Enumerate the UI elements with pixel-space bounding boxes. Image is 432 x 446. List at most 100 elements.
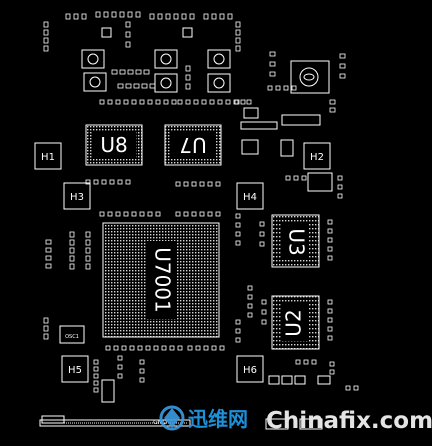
smd-passive [139, 368, 145, 374]
smd-passive [177, 99, 183, 105]
smd-passive [141, 83, 148, 89]
smd-passive [147, 211, 153, 217]
smd-passive [43, 325, 49, 332]
smd-passive [235, 328, 241, 334]
smd-passive [43, 29, 49, 36]
smd-passive [117, 364, 123, 370]
smd-passive [345, 385, 351, 391]
smd-passive [261, 299, 267, 305]
h1-label: H1 [41, 152, 55, 163]
smd-passive [93, 366, 99, 372]
smd-passive [259, 221, 265, 227]
smd-passive [235, 45, 241, 52]
smd-passive [69, 231, 75, 238]
smd-passive [121, 345, 127, 351]
smd-passive [105, 345, 111, 351]
smd-passive [101, 179, 107, 185]
smd-passive [133, 83, 140, 89]
ic-pad [182, 27, 193, 38]
smd-passive [191, 181, 197, 187]
smd-passive [246, 99, 252, 105]
smd-passive [165, 13, 171, 20]
smd-passive [291, 85, 297, 91]
smd-passive [69, 247, 75, 254]
smd-passive [247, 303, 253, 309]
connector-strip [240, 114, 321, 155]
smd-passive [153, 345, 159, 351]
smd-passive [235, 231, 241, 237]
smd-passive [187, 345, 193, 351]
chip-u3: U3 [271, 214, 320, 268]
chip-u2: U2 [271, 295, 320, 350]
smd-passive [329, 99, 336, 105]
smd-passive [235, 319, 241, 325]
smd-passive [337, 175, 343, 181]
smd-passive [43, 21, 49, 28]
smd-passive [103, 11, 109, 18]
smd-passive [240, 99, 246, 105]
edge-connector: GND [39, 419, 191, 427]
smd-passive [143, 69, 150, 75]
smd-passive [171, 99, 177, 105]
smd-passive [327, 255, 333, 261]
smd-passive [247, 294, 253, 300]
smd-passive [129, 345, 135, 351]
smd-passive [275, 85, 281, 91]
watermark-en: Chinafix.com [266, 408, 432, 434]
smd-passive [261, 309, 267, 315]
smd-passive [353, 385, 359, 391]
smd-passive [69, 239, 75, 246]
smd-passive [337, 184, 343, 190]
h5-label: H5 [68, 365, 82, 376]
smd-passive [81, 13, 87, 20]
smd-passive [329, 107, 336, 113]
smd-passive [115, 99, 121, 105]
smd-passive [45, 263, 52, 269]
smd-passive [117, 83, 124, 89]
smd-passive [85, 231, 91, 238]
smd-passive [125, 179, 131, 185]
smd-passive [149, 83, 156, 89]
smd-passive [261, 319, 267, 325]
smd-passive [199, 181, 205, 187]
mounting-hole-h4: H4 [236, 182, 264, 210]
smd-passive [327, 237, 333, 243]
smd-passive [45, 255, 52, 261]
smd-passive [73, 13, 79, 20]
smd-passive [43, 317, 49, 324]
smd-passive [43, 37, 49, 44]
oscillator-osc1: OSC1 [59, 325, 85, 344]
smd-passive [107, 99, 113, 105]
mounting-hole-h2: H2 [303, 142, 331, 170]
smd-passive [115, 211, 121, 217]
smd-passive [234, 99, 240, 105]
smd-passive [43, 333, 49, 340]
mounting-hole-h5: H5 [61, 355, 89, 383]
right-side-parts [280, 139, 333, 192]
smd-passive [117, 355, 123, 361]
smd-passive [269, 61, 276, 67]
smd-passive [207, 211, 213, 217]
smd-passive [65, 13, 71, 20]
smd-passive [339, 53, 346, 59]
smd-passive [85, 247, 91, 254]
smd-passive [125, 41, 131, 48]
tactile-switch [154, 73, 178, 93]
smd-passive [301, 175, 307, 181]
smd-passive [119, 11, 125, 18]
chinafix-watermark: 迅维网 Chinafix.com [159, 405, 432, 434]
h4-label: H4 [243, 192, 257, 203]
smd-passive [181, 13, 187, 20]
smd-passive [327, 326, 333, 332]
smd-passive [139, 377, 145, 383]
smd-passive [235, 240, 241, 246]
smd-passive [329, 369, 335, 375]
smd-passive [185, 83, 191, 90]
smd-passive [219, 13, 225, 20]
smd-passive [163, 99, 169, 105]
smd-passive [139, 211, 145, 217]
smd-passive [269, 51, 276, 57]
smd-passive [93, 380, 99, 386]
smd-passive [137, 345, 143, 351]
smd-passive [283, 85, 289, 91]
